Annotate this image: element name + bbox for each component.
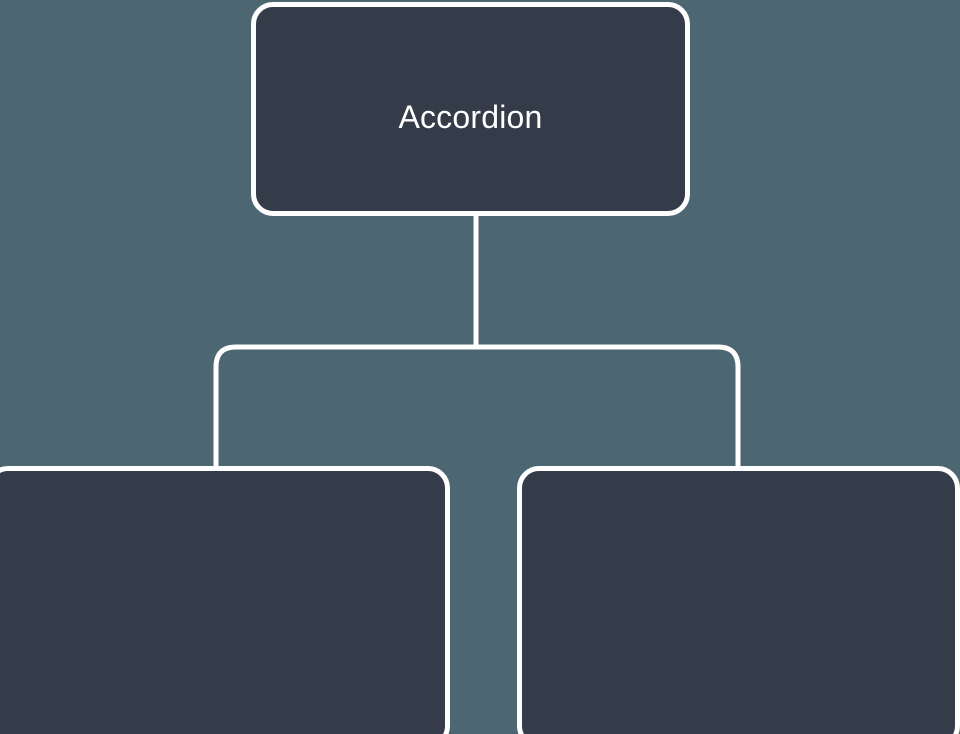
node-panel-inactive[interactable]: Panel isActive false xyxy=(517,466,960,734)
node-accordion-label: Accordion xyxy=(398,99,543,135)
connector-fork-bar xyxy=(213,344,741,468)
node-accordion[interactable]: Accordion xyxy=(251,2,690,216)
node-panel-active[interactable]: Panel isActive true xyxy=(0,466,450,734)
